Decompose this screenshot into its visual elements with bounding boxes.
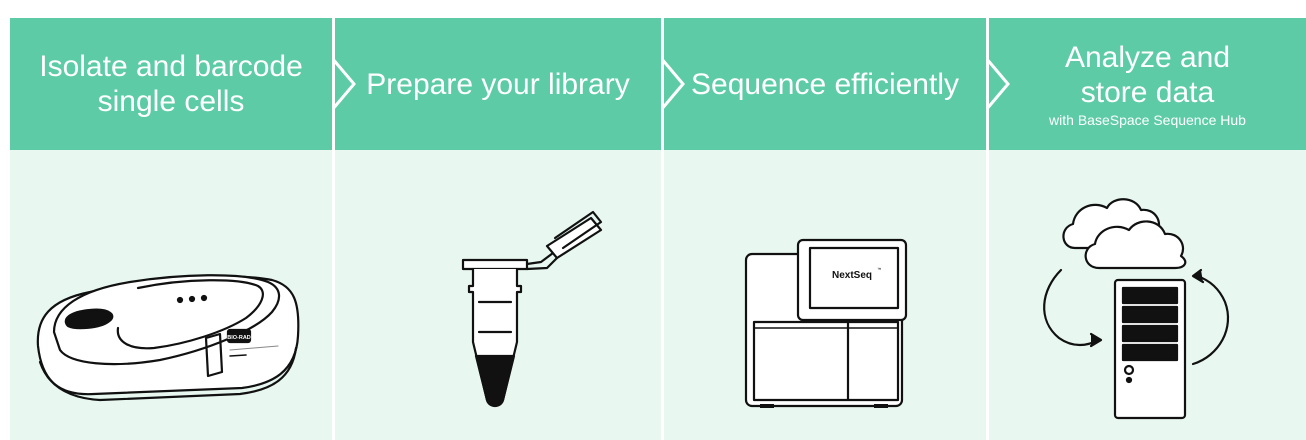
step-isolate: Isolate and barcode single cells	[10, 18, 332, 440]
step-title: Sequence efficiently	[691, 67, 959, 102]
droplet-instrument-icon: BIO-RAD	[10, 150, 332, 440]
microtube-icon	[335, 150, 661, 440]
cloud-server-sync-icon	[989, 150, 1306, 440]
step-header: Analyze and store data with BaseSpace Se…	[989, 18, 1306, 150]
step-header: Isolate and barcode single cells	[10, 18, 332, 150]
sequencer-label: NextSeq	[832, 270, 872, 281]
step-title: Analyze and store data	[1028, 40, 1268, 110]
step-prepare: Prepare your library	[335, 18, 661, 440]
step-arrow-2	[661, 18, 685, 150]
step-header: Prepare your library	[335, 18, 661, 150]
step-arrow-1	[332, 18, 356, 150]
brand-label: BIO-RAD	[227, 335, 251, 341]
sequencer-trademark: ™	[877, 267, 882, 272]
sequencer-icon: NextSeq ™	[664, 150, 986, 440]
step-sequence: Sequence efficiently NextSeq ™	[664, 18, 986, 440]
step-analyze: Analyze and store data with BaseSpace Se…	[989, 18, 1306, 440]
step-title: Prepare your library	[366, 67, 629, 102]
step-arrow-3	[986, 18, 1010, 150]
step-title: Isolate and barcode single cells	[21, 49, 321, 119]
step-header: Sequence efficiently	[664, 18, 986, 150]
step-subtitle: with BaseSpace Sequence Hub	[1049, 111, 1246, 129]
